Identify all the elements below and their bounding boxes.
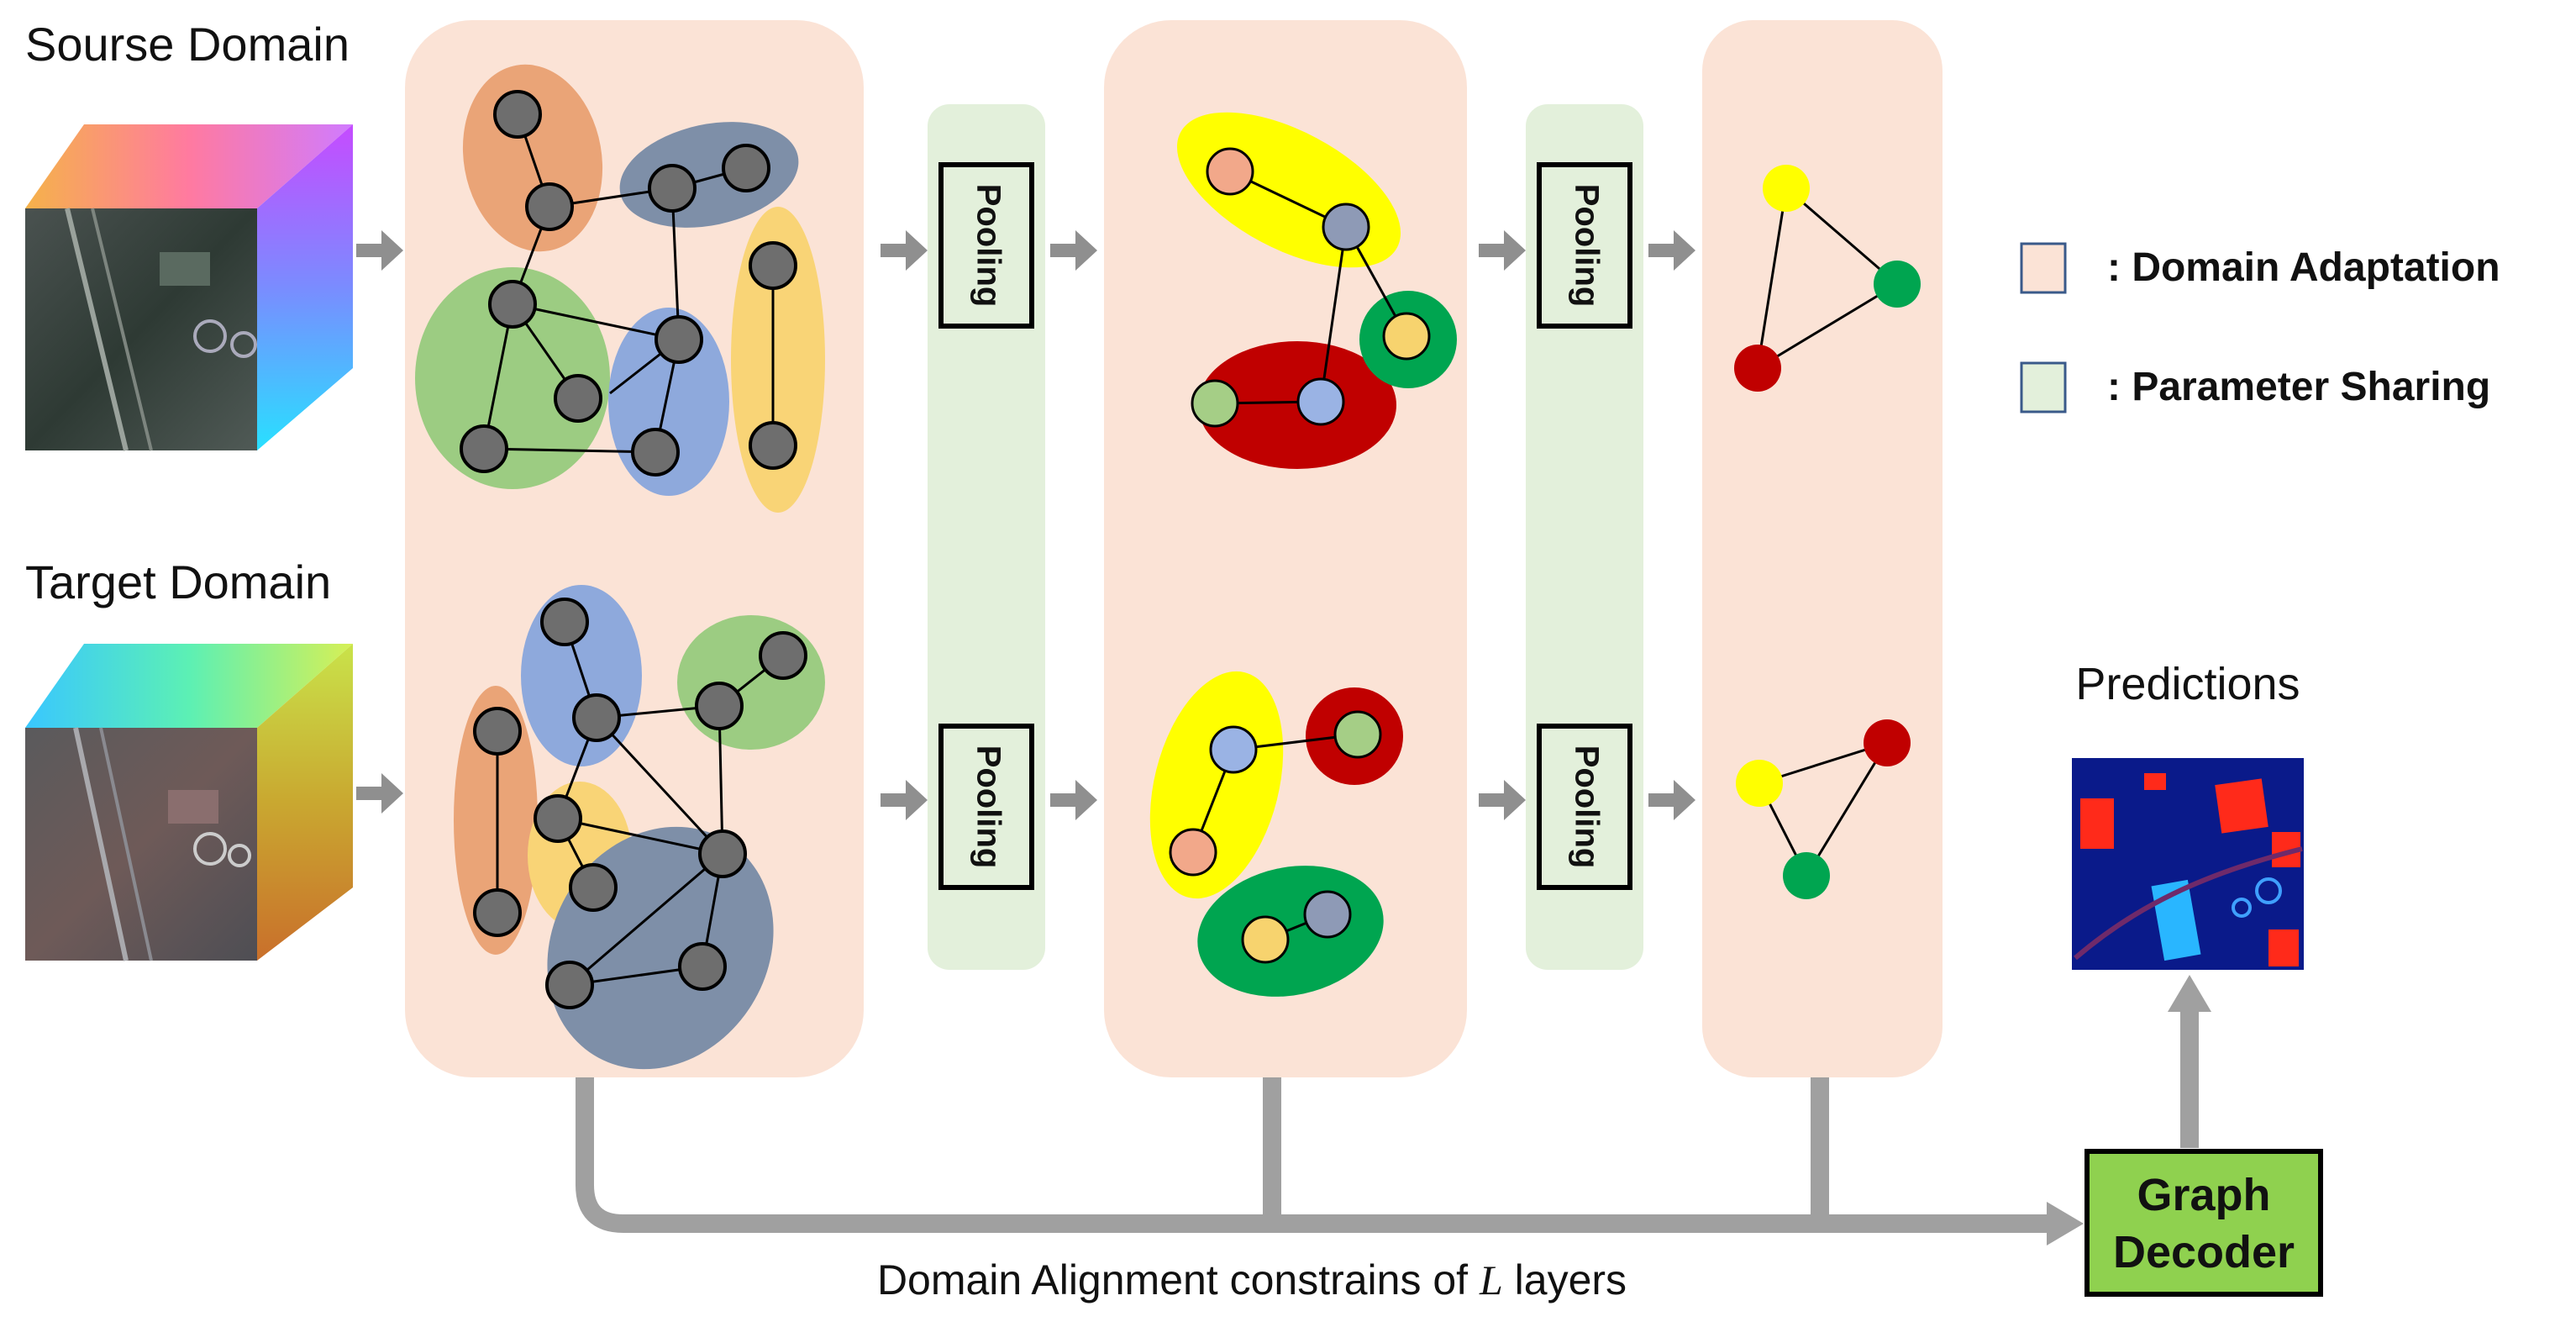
alignment-connectors bbox=[576, 1008, 2199, 1233]
source-domain-label: Sourse Domain bbox=[25, 18, 350, 71]
caption-before: Domain Alignment constrains of bbox=[877, 1256, 1480, 1303]
source-graph-layer-2 bbox=[1176, 112, 1457, 469]
legend: : Domain Adaptation : Parameter Sharing bbox=[2020, 242, 2500, 413]
graph-decoder-box: Graph Decoder bbox=[2084, 1149, 2323, 1297]
target-graph-layer-2 bbox=[1149, 671, 1403, 997]
pooling-label: Pooling bbox=[970, 745, 1007, 869]
legend-domain-adaptation-label: : Domain Adaptation bbox=[2107, 245, 2500, 290]
domain-alignment-caption: Domain Alignment constrains of L layers bbox=[877, 1256, 1627, 1303]
flow-arrows bbox=[356, 230, 1695, 820]
target-graph-layer-3 bbox=[1736, 719, 1911, 899]
legend-swatch-parameter-sharing bbox=[2020, 361, 2067, 413]
target-domain-label: Target Domain bbox=[25, 556, 331, 608]
source-graph-layer-3 bbox=[1734, 165, 1921, 392]
pooling-box-3: Pooling bbox=[1537, 162, 1632, 329]
pooling-box-4: Pooling bbox=[1537, 724, 1632, 890]
pooling-box-1: Pooling bbox=[938, 162, 1034, 329]
connector-arrowheads bbox=[2047, 975, 2211, 1245]
pooling-panel-2 bbox=[1526, 104, 1643, 970]
predictions-label: Predictions bbox=[2075, 659, 2300, 709]
source-domain-cube bbox=[25, 124, 353, 451]
pooling-label: Pooling bbox=[970, 184, 1007, 308]
caption-after: layers bbox=[1503, 1256, 1627, 1303]
graph-decoder-line2: Decoder bbox=[2113, 1227, 2295, 1277]
legend-swatch-domain-adaptation bbox=[2020, 242, 2067, 294]
legend-parameter-sharing-label: : Parameter Sharing bbox=[2107, 365, 2490, 409]
pooling-box-2: Pooling bbox=[938, 724, 1034, 890]
caption-variable: L bbox=[1479, 1256, 1503, 1303]
pooling-label: Pooling bbox=[1568, 745, 1605, 869]
target-graph-layer-1 bbox=[454, 585, 825, 1070]
source-graph-layer-1 bbox=[415, 64, 825, 513]
graph-decoder-line1: Graph bbox=[2137, 1170, 2270, 1220]
pooling-panel-1 bbox=[928, 104, 1045, 970]
prediction-map bbox=[2072, 758, 2304, 970]
target-domain-cube bbox=[25, 644, 353, 961]
pooling-label: Pooling bbox=[1568, 184, 1605, 308]
graph-panel-3 bbox=[1702, 20, 1943, 1077]
